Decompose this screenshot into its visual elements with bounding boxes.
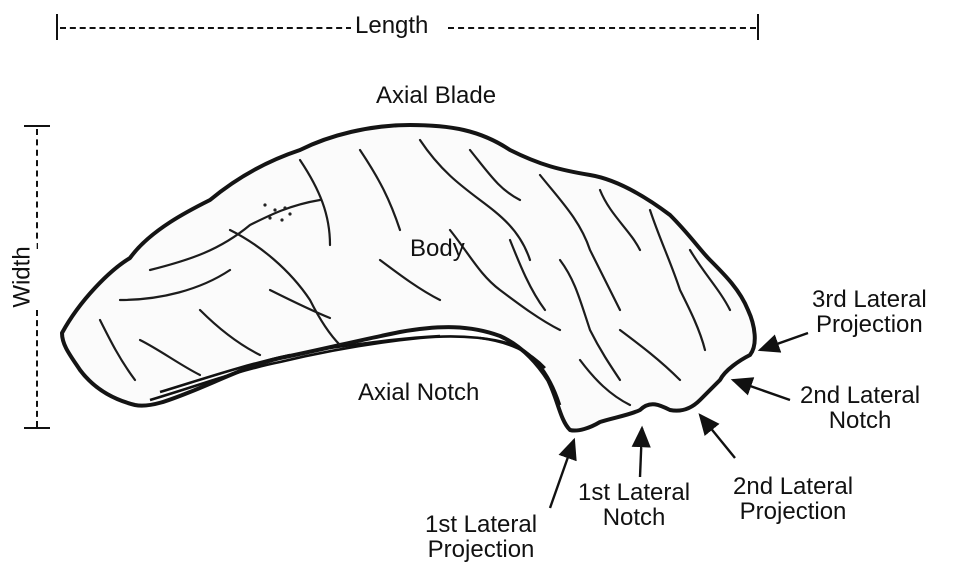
lateral-notch-1-line2: Notch xyxy=(578,505,690,530)
lateral-notch-1-label: 1st Lateral Notch xyxy=(578,480,690,530)
arrow-1st-lateral-notch xyxy=(640,428,642,477)
axial-notch-label: Axial Notch xyxy=(358,380,479,405)
lateral-projection-2-line2: Projection xyxy=(733,499,853,524)
lateral-notch-2-line2: Notch xyxy=(800,408,920,433)
lateral-projection-1-line1: 1st Lateral xyxy=(425,512,537,537)
lateral-projection-1-line2: Projection xyxy=(425,537,537,562)
lateral-notch-2-label: 2nd Lateral Notch xyxy=(800,383,920,433)
lateral-notch-2-line1: 2nd Lateral xyxy=(800,383,920,408)
lateral-projection-3-line2: Projection xyxy=(812,312,927,337)
arrow-3rd-lateral-projection xyxy=(760,333,808,350)
lateral-notch-1-line1: 1st Lateral xyxy=(578,480,690,505)
axial-blade-label: Axial Blade xyxy=(376,83,496,108)
lateral-projection-2-line1: 2nd Lateral xyxy=(733,474,853,499)
body-label: Body xyxy=(410,236,465,261)
arrow-1st-lateral-projection xyxy=(550,440,574,508)
lateral-projection-2-label: 2nd Lateral Projection xyxy=(733,474,853,524)
lateral-projection-1-label: 1st Lateral Projection xyxy=(425,512,537,562)
arrow-2nd-lateral-notch xyxy=(733,380,790,400)
arrow-2nd-lateral-projection xyxy=(700,415,735,458)
lateral-projection-3-label: 3rd Lateral Projection xyxy=(812,287,927,337)
lateral-projection-3-line1: 3rd Lateral xyxy=(812,287,927,312)
